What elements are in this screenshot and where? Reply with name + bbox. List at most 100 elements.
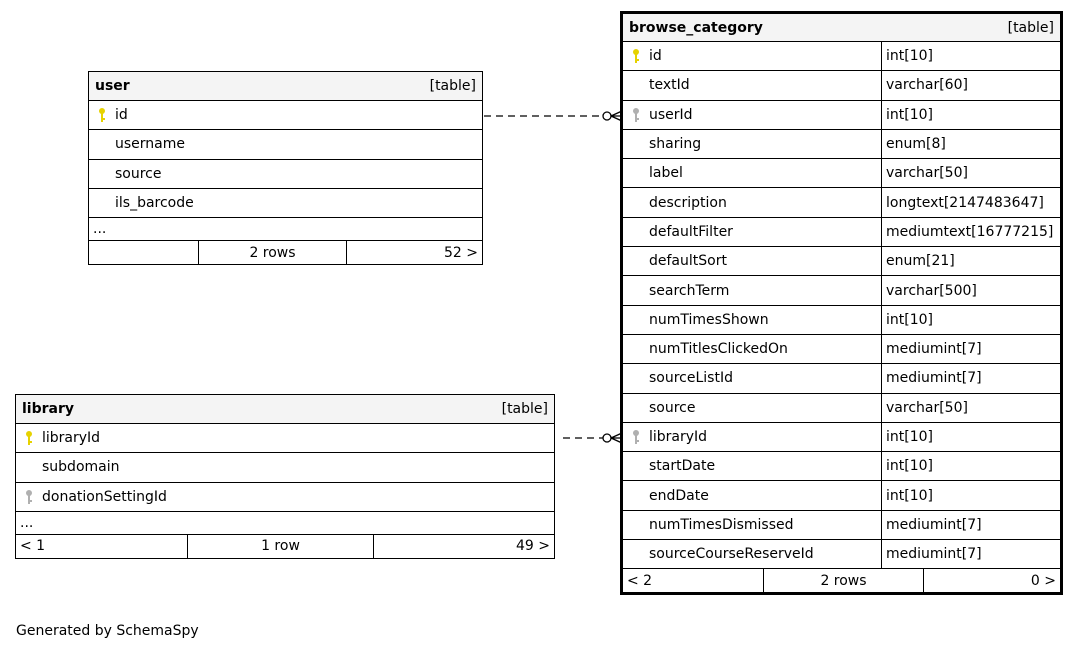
children-count[interactable]: 49 > bbox=[516, 538, 550, 555]
browse-category-table[interactable]: browse_category [table] id int[10] textId v… bbox=[620, 11, 1063, 596]
column-name: textId bbox=[649, 77, 690, 94]
column-name-cell: userId bbox=[623, 100, 882, 129]
column-type: mediumint[7] bbox=[886, 341, 982, 358]
relation-optional-marker bbox=[602, 433, 612, 443]
column-name-cell: libraryId bbox=[623, 422, 882, 452]
column-name-cell: defaultSort bbox=[623, 247, 882, 276]
column-type: varchar[50] bbox=[886, 165, 968, 182]
table-footer: < 2 2 rows 0 > bbox=[623, 569, 1060, 593]
column-type: varchar[60] bbox=[886, 77, 968, 94]
column-name-cell: numTimesDismissed bbox=[623, 510, 882, 540]
table-name[interactable]: library bbox=[22, 401, 75, 417]
column-type: int[10] bbox=[886, 48, 933, 65]
column-name-cell: numTitlesClickedOn bbox=[623, 334, 882, 364]
column-name-cell: endDate bbox=[623, 481, 882, 510]
column-row[interactable]: username bbox=[89, 130, 482, 160]
column-row[interactable]: libraryId bbox=[16, 424, 554, 454]
column-row[interactable]: donationSettingId bbox=[16, 483, 554, 512]
table-header: library [table] bbox=[16, 395, 554, 424]
column-name-cell: textId bbox=[623, 71, 882, 100]
column-type: varchar[500] bbox=[886, 282, 977, 299]
children-count[interactable]: 0 > bbox=[1030, 572, 1056, 589]
column-type: mediumtext[16777215] bbox=[886, 223, 1054, 240]
table-kind: [table] bbox=[1007, 19, 1054, 36]
column-name: label bbox=[649, 165, 683, 182]
column-row[interactable]: sourceCourseReserveId mediumint[7] bbox=[623, 540, 1060, 570]
column-name-cell: sourceCourseReserveId bbox=[623, 540, 882, 569]
column-row[interactable]: label varchar[50] bbox=[623, 159, 1060, 189]
column-name: description bbox=[649, 194, 727, 211]
column-name: numTimesDismissed bbox=[649, 516, 794, 533]
column-name: numTitlesClickedOn bbox=[649, 341, 788, 358]
column-name: libraryId bbox=[649, 429, 708, 445]
column-row[interactable]: sourceListId mediumint[7] bbox=[623, 364, 1060, 394]
column-row[interactable]: textId varchar[60] bbox=[623, 71, 1060, 101]
column-row[interactable]: source bbox=[89, 160, 482, 189]
column-name: sharing bbox=[649, 136, 702, 153]
column-type: varchar[50] bbox=[886, 399, 968, 416]
column-type: mediumint[7] bbox=[886, 516, 982, 533]
table-header: user [table] bbox=[89, 72, 482, 101]
column-row[interactable]: subdomain bbox=[16, 453, 554, 483]
column-type: enum[8] bbox=[886, 136, 946, 153]
column-name: searchTerm bbox=[649, 282, 730, 299]
children-count[interactable]: 52 > bbox=[444, 244, 478, 261]
column-row[interactable]: sharing enum[8] bbox=[623, 129, 1060, 160]
column-type: int[10] bbox=[886, 429, 933, 445]
parents-count[interactable]: < 1 bbox=[16, 534, 188, 558]
column-type: int[10] bbox=[886, 311, 933, 328]
column-row[interactable]: numTitlesClickedOn mediumint[7] bbox=[623, 334, 1060, 365]
column-type: mediumint[7] bbox=[886, 370, 982, 387]
table-header: browse_category [table] bbox=[623, 14, 1060, 42]
column-name-cell: sourceListId bbox=[623, 364, 882, 393]
column-name: startDate bbox=[649, 458, 716, 475]
column-name: id bbox=[649, 48, 662, 65]
table-name[interactable]: user bbox=[95, 78, 130, 94]
column-row[interactable]: ils_barcode bbox=[89, 189, 482, 219]
library-table[interactable]: library [table] libraryId subdomain dona… bbox=[15, 394, 555, 559]
row-count: 2 rows bbox=[199, 241, 347, 265]
column-name-cell: defaultFilter bbox=[623, 217, 882, 247]
row-count: 1 row bbox=[188, 534, 374, 558]
column-row[interactable]: id int[10] bbox=[623, 42, 1060, 72]
user-table[interactable]: user [table] id username source ils_barc… bbox=[88, 71, 483, 266]
foreign-key-icon bbox=[623, 423, 649, 451]
table-footer: 2 rows 52 > bbox=[89, 241, 482, 265]
key-icon bbox=[623, 42, 649, 70]
key-icon bbox=[16, 430, 42, 446]
column-name: numTimesShown bbox=[649, 311, 769, 328]
foreign-key-icon bbox=[16, 489, 42, 505]
column-name: subdomain bbox=[42, 459, 120, 476]
column-row[interactable]: numTimesDismissed mediumint[7] bbox=[623, 510, 1060, 541]
column-name: sourceCourseReserveId bbox=[649, 546, 814, 563]
parents-count[interactable] bbox=[89, 241, 199, 265]
column-row[interactable]: id bbox=[89, 101, 482, 131]
more-columns: ... bbox=[16, 512, 554, 535]
column-name-cell: description bbox=[623, 188, 882, 217]
column-name: sourceListId bbox=[649, 370, 733, 387]
column-name-cell: id bbox=[623, 42, 882, 71]
foreign-key-icon bbox=[623, 101, 649, 129]
parents-count[interactable]: < 2 bbox=[623, 569, 764, 593]
table-name[interactable]: browse_category bbox=[629, 19, 763, 36]
column-name: donationSettingId bbox=[42, 488, 167, 505]
column-row[interactable]: searchTerm varchar[500] bbox=[623, 276, 1060, 306]
column-name: defaultSort bbox=[649, 253, 727, 270]
column-name-cell: searchTerm bbox=[623, 276, 882, 305]
column-row[interactable]: defaultSort enum[21] bbox=[623, 247, 1060, 277]
column-row[interactable]: libraryId int[10] bbox=[623, 422, 1060, 453]
relation-optional-marker bbox=[602, 111, 612, 121]
table-kind: [table] bbox=[429, 78, 476, 94]
column-type: enum[21] bbox=[886, 253, 955, 270]
column-type: mediumint[7] bbox=[886, 546, 982, 563]
column-name-cell: numTimesShown bbox=[623, 305, 882, 334]
column-row[interactable]: numTimesShown int[10] bbox=[623, 305, 1060, 335]
column-name: userId bbox=[649, 106, 693, 123]
